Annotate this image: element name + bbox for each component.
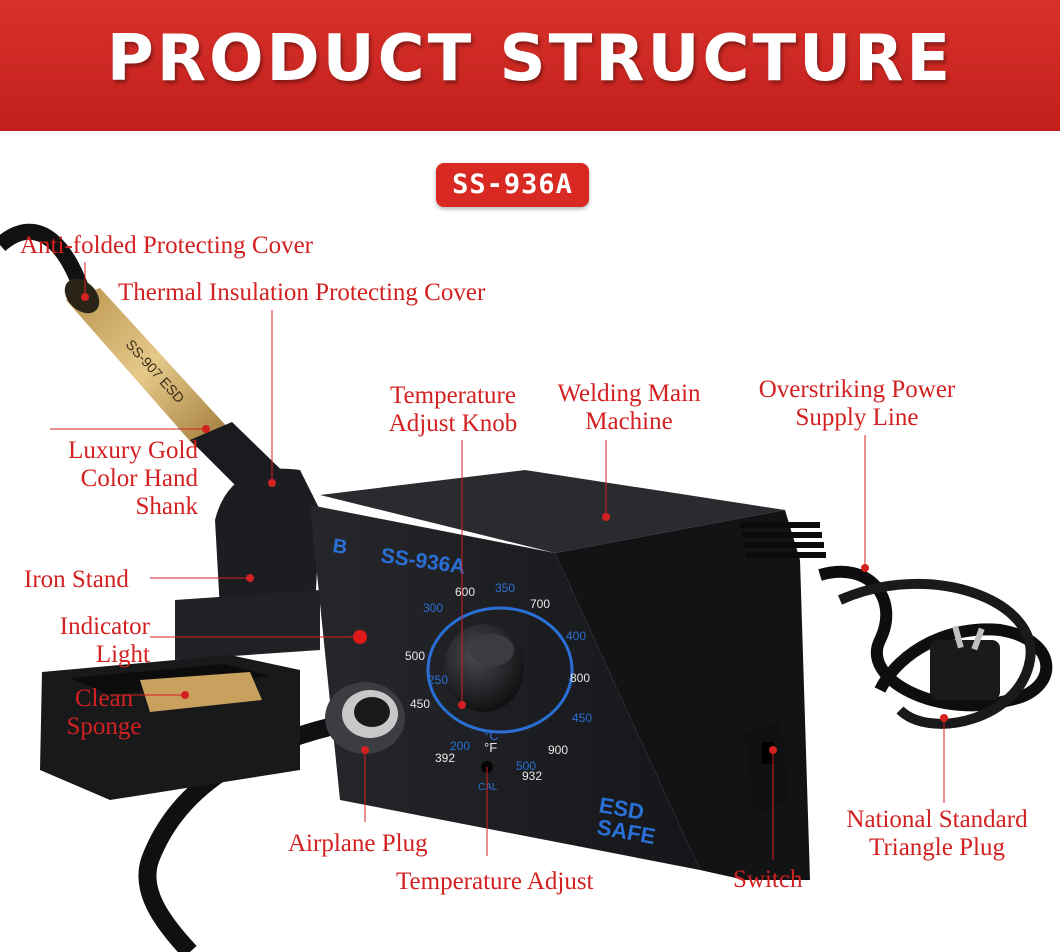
page-title: PRODUCT STRUCTURE xyxy=(106,22,954,96)
label-airplane-plug: Airplane Plug xyxy=(288,830,428,857)
label-clean-sponge: Clean Sponge xyxy=(50,685,158,741)
label-luxury-line1: Luxury Gold xyxy=(68,437,198,464)
label-national-standard-plug: National Standard Triangle Plug xyxy=(826,806,1048,862)
svg-text:800: 800 xyxy=(570,671,590,685)
label-welding-main-machine: Welding Main Machine xyxy=(540,380,718,436)
dial-celsius-scale: 200 250 300 350 400 450 500 xyxy=(423,581,592,773)
svg-text:500: 500 xyxy=(405,649,425,663)
dial-fahrenheit-scale: 392 450 500 600 700 800 900 932 xyxy=(405,585,590,783)
label-plug-line1: National Standard xyxy=(846,806,1028,833)
svg-text:500: 500 xyxy=(516,759,536,773)
svg-text:450: 450 xyxy=(572,711,592,725)
welding-main-machine: B SS-936A ESD SAFE xyxy=(310,470,826,880)
unit-celsius: °C xyxy=(484,728,499,743)
airplane-plug xyxy=(325,682,405,754)
label-sponge-line2: Sponge xyxy=(66,713,142,740)
svg-text:200: 200 xyxy=(450,739,470,753)
label-temperature-adjust-knob: Temperature Adjust Knob xyxy=(372,382,534,438)
label-overstriking-line1: Overstriking Power xyxy=(758,376,956,403)
power-cable-loop xyxy=(837,578,1036,729)
label-temp-knob-line2: Adjust Knob xyxy=(388,410,518,437)
label-anti-folded-cover: Anti-folded Protecting Cover xyxy=(20,232,313,259)
label-overstriking-line2: Supply Line xyxy=(795,404,919,431)
svg-text:250: 250 xyxy=(428,673,448,687)
label-welding-line2: Machine xyxy=(585,408,673,435)
svg-text:350: 350 xyxy=(495,581,515,595)
svg-text:700: 700 xyxy=(530,597,550,611)
label-iron-stand: Iron Stand xyxy=(24,566,129,593)
label-indicator-light: Indicator Light xyxy=(30,613,150,669)
label-luxury-gold-shank: Luxury Gold Color Hand Shank xyxy=(30,437,198,521)
label-plug-line2: Triangle Plug xyxy=(869,834,1005,861)
label-sponge-line1: Clean xyxy=(74,685,134,712)
unit-fahrenheit: °F xyxy=(484,740,497,755)
temperature-dial: 200 250 300 350 400 450 500 392 450 500 … xyxy=(405,581,592,783)
label-temp-knob-line1: Temperature xyxy=(390,382,516,409)
svg-text:400: 400 xyxy=(566,629,586,643)
brand-logo-icon: B xyxy=(331,535,348,559)
svg-text:392: 392 xyxy=(435,751,455,765)
svg-text:600: 600 xyxy=(455,585,475,599)
label-overstriking-power-line: Overstriking Power Supply Line xyxy=(736,376,978,432)
header-banner: PRODUCT STRUCTURE xyxy=(0,0,1060,131)
label-welding-line1: Welding Main xyxy=(557,380,701,407)
svg-text:900: 900 xyxy=(548,743,568,757)
triangle-plug-icon xyxy=(930,625,1000,700)
label-switch: Switch xyxy=(733,866,803,893)
svg-text:932: 932 xyxy=(522,769,542,783)
iron-stand xyxy=(175,468,320,660)
label-indicator-line1: Indicator xyxy=(59,613,150,640)
label-luxury-line2: Color Hand xyxy=(80,465,198,492)
label-luxury-line3: Shank xyxy=(135,493,199,520)
sponge-tray xyxy=(40,655,300,800)
svg-text:450: 450 xyxy=(410,697,430,711)
vent-fins xyxy=(740,522,826,558)
label-thermal-insulation-cover: Thermal Insulation Protecting Cover xyxy=(118,279,486,306)
label-temperature-adjust: Temperature Adjust xyxy=(396,868,594,895)
svg-text:300: 300 xyxy=(423,601,443,615)
model-badge: SS-936A xyxy=(436,163,589,207)
label-indicator-line2: Light xyxy=(95,641,150,668)
cal-label: CAL xyxy=(478,782,498,793)
